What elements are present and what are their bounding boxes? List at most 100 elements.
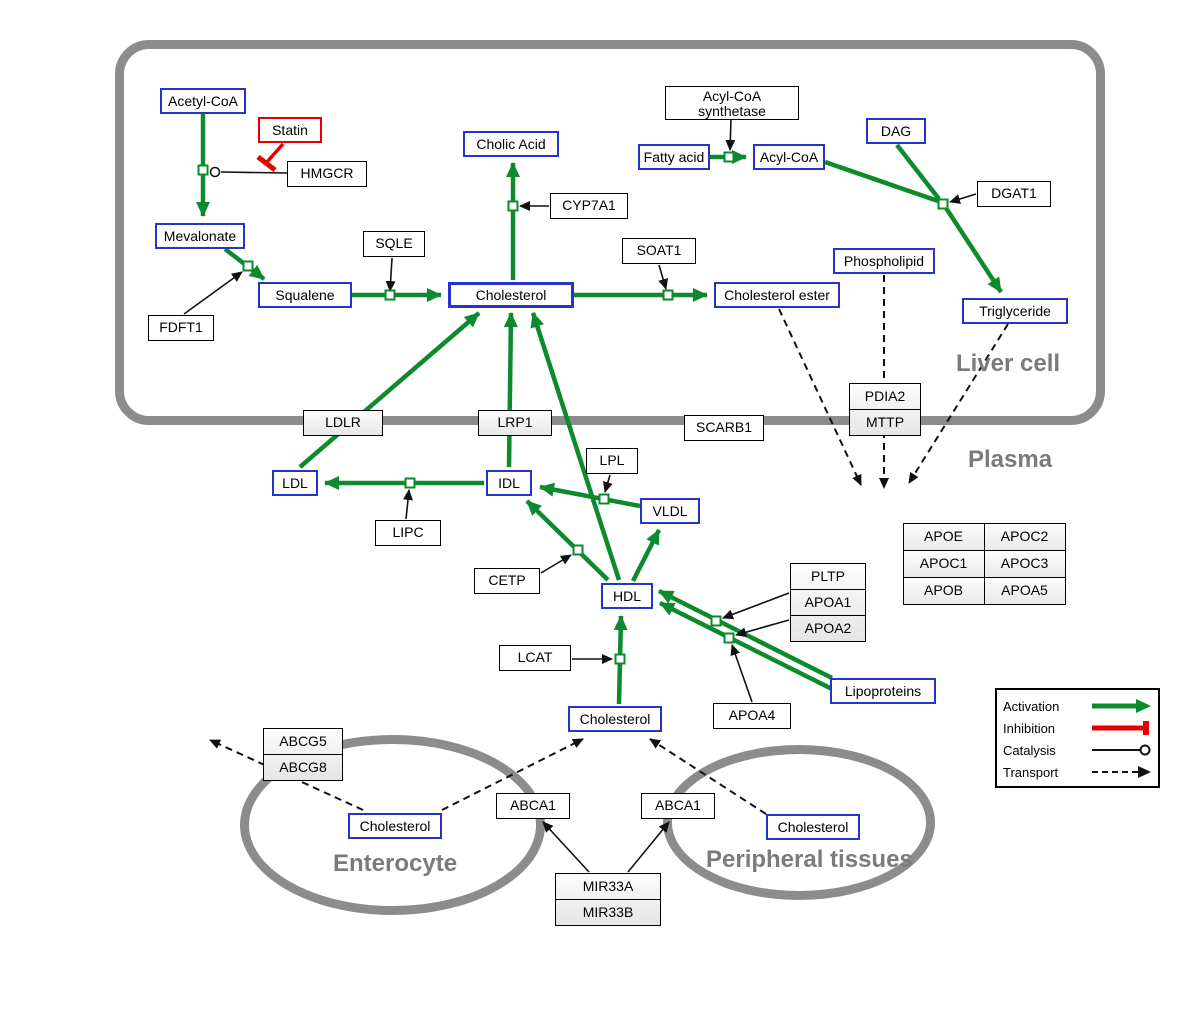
edge-cholesterolester-plasma	[778, 308, 862, 486]
node-cholesterol-liver[interactable]: Cholesterol	[448, 282, 574, 308]
connector-fdft1	[183, 271, 243, 315]
liver-cell-membrane	[115, 40, 1105, 425]
edge-hdl-cholesterol	[530, 312, 622, 581]
connector-mir33-abca1-right	[627, 821, 670, 873]
node-apoa1[interactable]: APOA1	[791, 589, 865, 615]
connector-apoa4	[730, 644, 753, 703]
edge-acylcoa-junction	[824, 159, 939, 204]
catalysis-connectors	[183, 118, 977, 873]
liver-cell-label: Liver cell	[956, 350, 1061, 377]
connector-lipc	[402, 489, 413, 520]
node-sqle[interactable]: SQLE	[363, 231, 425, 257]
edge-idl-cholesterol	[503, 312, 518, 468]
node-pltp[interactable]: PLTP	[811, 568, 845, 584]
node-ldl[interactable]: LDL	[272, 470, 318, 496]
node-fatty-acid[interactable]: Fatty acid	[638, 144, 710, 170]
node-cetp[interactable]: CETP	[474, 568, 540, 594]
acyl-coa-synthetase-line1: Acyl-CoA	[702, 88, 762, 104]
abcg5-abcg8-group: ABCG5 ABCG8	[263, 728, 343, 781]
node-ldlr[interactable]: LDLR	[303, 410, 383, 436]
node-soat1[interactable]: SOAT1	[622, 238, 696, 264]
node-mevalonate[interactable]: Mevalonate	[155, 223, 245, 249]
node-lrp1[interactable]: LRP1	[478, 410, 552, 436]
node-mttp[interactable]: MTTP	[850, 409, 920, 435]
node-acyl-coa-metabolite[interactable]: Acyl-CoA	[753, 144, 825, 170]
activation-arrow-icon	[1092, 699, 1151, 713]
node-cholesterol-enterocyte[interactable]: Cholesterol	[348, 813, 442, 839]
node-mir33a[interactable]: MIR33A	[582, 878, 634, 894]
connector-cetp	[540, 554, 572, 574]
node-lpl[interactable]: LPL	[586, 448, 638, 474]
edge-triglyceride-plasma	[908, 323, 1009, 484]
node-acetyl-coa[interactable]: Acetyl-CoA	[160, 88, 246, 114]
node-cholic-acid[interactable]: Cholic Acid	[463, 131, 559, 157]
edge-lipoproteins-hdl-lower	[658, 600, 842, 696]
node-squalene[interactable]: Squalene	[258, 282, 352, 308]
node-dag[interactable]: DAG	[866, 118, 926, 144]
edge-hdl-vldl	[630, 528, 662, 583]
pdia2-mttp-group: PDIA2 MTTP	[849, 383, 921, 436]
node-cyp7a1[interactable]: CYP7A1	[550, 193, 628, 219]
connector-pltp-apoa1	[722, 592, 790, 620]
node-pdia2[interactable]: PDIA2	[864, 388, 906, 404]
catalysis-circle-hmgcr	[209, 166, 221, 178]
edge-vldl-idl	[539, 482, 641, 509]
enterocyte-label: Enterocyte	[333, 850, 458, 877]
node-hdl[interactable]: HDL	[601, 583, 653, 609]
node-abcg5[interactable]: ABCG5	[279, 733, 327, 749]
node-cholesterol-ester[interactable]: Cholesterol ester	[714, 282, 840, 308]
node-acyl-coa-synthetase[interactable]: Acyl-CoA synthetase	[665, 86, 799, 120]
node-abcg8[interactable]: ABCG8	[264, 754, 342, 780]
node-apoc1[interactable]: APOC1	[902, 549, 985, 578]
node-phospholipid[interactable]: Phospholipid	[833, 248, 935, 274]
legend-row-activation: Activation	[1003, 695, 1152, 717]
node-apoc3[interactable]: APOC3	[983, 549, 1066, 578]
plasma-label: Plasma	[968, 446, 1053, 473]
node-apoa5[interactable]: APOA5	[983, 576, 1066, 605]
apolipoprotein-table: APOE APOC2 APOC1 APOC3 APOB APOA5	[902, 522, 1066, 605]
inhibition-edge-statin	[256, 142, 285, 172]
node-lipoproteins[interactable]: Lipoproteins	[830, 678, 936, 704]
node-lipc[interactable]: LIPC	[375, 520, 441, 546]
node-abca1-peripheral[interactable]: ABCA1	[641, 793, 715, 819]
legend: Activation Inhibition Catalysis Transpor…	[995, 688, 1160, 788]
node-hmgcr[interactable]: HMGCR	[287, 161, 367, 187]
legend-catalysis-label: Catalysis	[1003, 742, 1056, 758]
mir33-group: MIR33A MIR33B	[555, 873, 661, 926]
node-scarb1[interactable]: SCARB1	[684, 415, 764, 441]
connector-apoa2	[735, 619, 790, 638]
node-statin[interactable]: Statin	[258, 117, 322, 143]
node-apoc2[interactable]: APOC2	[983, 522, 1066, 551]
inhibition-tbar-icon	[1092, 721, 1149, 735]
node-lcat[interactable]: LCAT	[499, 645, 571, 671]
node-abca1-enterocyte[interactable]: ABCA1	[496, 793, 570, 819]
edge-dag-junction	[895, 143, 941, 201]
node-mir33b[interactable]: MIR33B	[556, 899, 660, 925]
connector-mir33-abca1-left	[542, 821, 590, 873]
node-dgat1[interactable]: DGAT1	[977, 181, 1051, 207]
connector-hmgcr	[220, 171, 288, 174]
enterocyte-membrane	[240, 735, 545, 915]
connector-acylcoa-synthetase	[725, 118, 736, 151]
node-fdft1[interactable]: FDFT1	[148, 315, 214, 341]
node-apoa2[interactable]: APOA2	[791, 615, 865, 641]
legend-activation-label: Activation	[1003, 698, 1060, 714]
node-vldl[interactable]: VLDL	[640, 498, 700, 524]
node-triglyceride[interactable]: Triglyceride	[962, 298, 1068, 324]
edge-hdl-idl	[525, 499, 610, 582]
node-cholesterol-plasma[interactable]: Cholesterol	[568, 706, 662, 732]
pltp-apoa-group: PLTP APOA1 APOA2	[790, 563, 866, 642]
node-apoa4[interactable]: APOA4	[713, 703, 791, 729]
legend-inhibition-label: Inhibition	[1003, 720, 1056, 736]
legend-row-catalysis: Catalysis	[1003, 739, 1152, 761]
legend-row-transport: Transport	[1003, 761, 1152, 783]
legend-transport-label: Transport	[1003, 764, 1059, 780]
node-apoe[interactable]: APOE	[902, 522, 985, 551]
node-apob[interactable]: APOB	[902, 576, 985, 605]
node-idl[interactable]: IDL	[486, 470, 532, 496]
connector-dgat1	[949, 193, 977, 204]
node-cholesterol-peripheral[interactable]: Cholesterol	[766, 814, 860, 840]
edge-junction-triglyceride	[944, 206, 1003, 294]
peripheral-tissues-label: Peripheral tissues	[706, 846, 913, 873]
